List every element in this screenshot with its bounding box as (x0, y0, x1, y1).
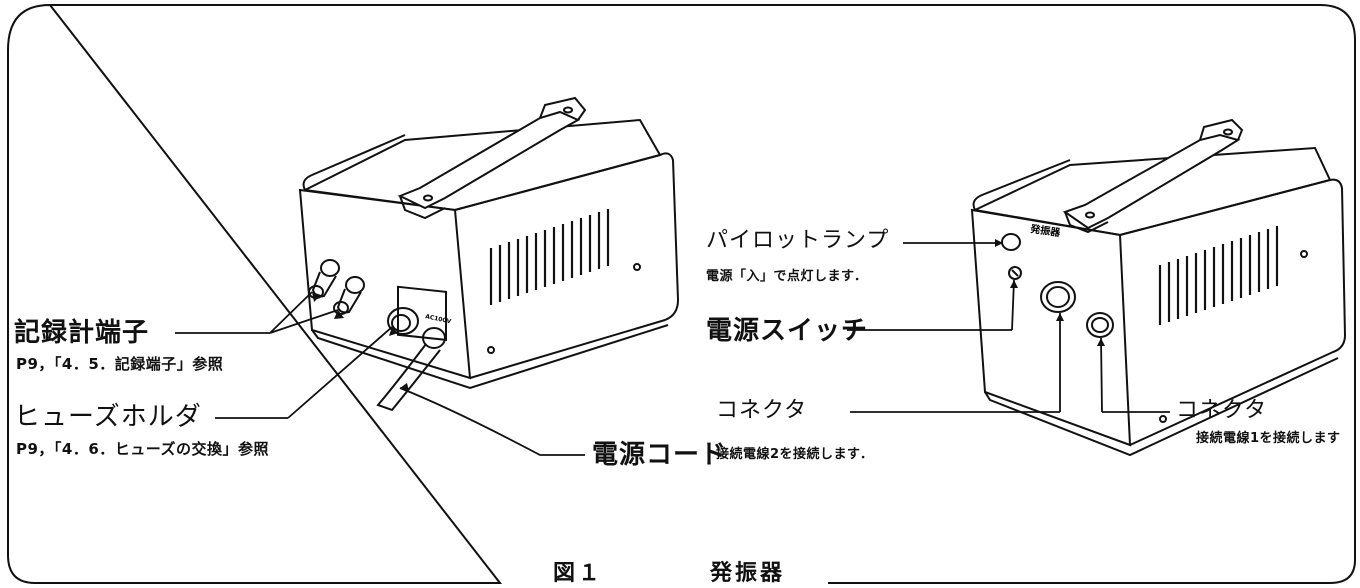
oscillator-front-view (970, 118, 1347, 457)
power-switch-label: 電源スイッチ (706, 316, 869, 346)
pilot-lamp-label: パイロットランプ (706, 228, 890, 253)
fuse-holder-label: ヒューズホルダ (14, 402, 202, 432)
figure-frame (7, 3, 1356, 584)
oscillator-rear-view (298, 96, 680, 412)
power-cord-label: 電源コード (592, 440, 728, 470)
figure-number: 図１ (553, 561, 604, 586)
connector-2-label: コネクタ (716, 398, 808, 423)
connector-1-label: コネクタ (1176, 398, 1268, 423)
leader-lines (175, 242, 1170, 456)
connector-2-note: 接続電線2を接続します． (716, 447, 874, 462)
recorder-terminal-ref: P9，「4．5．記録端子」参照 (16, 355, 224, 373)
connector-1-note: 接続電線1を接続します (1196, 431, 1341, 446)
front-panel-mark: 発振器 (1029, 222, 1062, 239)
figure-title: 発振器 (710, 561, 786, 586)
fuse-holder-ref: P9，「4．6．ヒューズの交換」参照 (16, 440, 270, 458)
pilot-lamp-note: 電源「入」で点灯します． (706, 269, 868, 284)
arrow-heads (312, 239, 1105, 391)
recorder-terminal-label: 記録計端子 (14, 318, 150, 348)
